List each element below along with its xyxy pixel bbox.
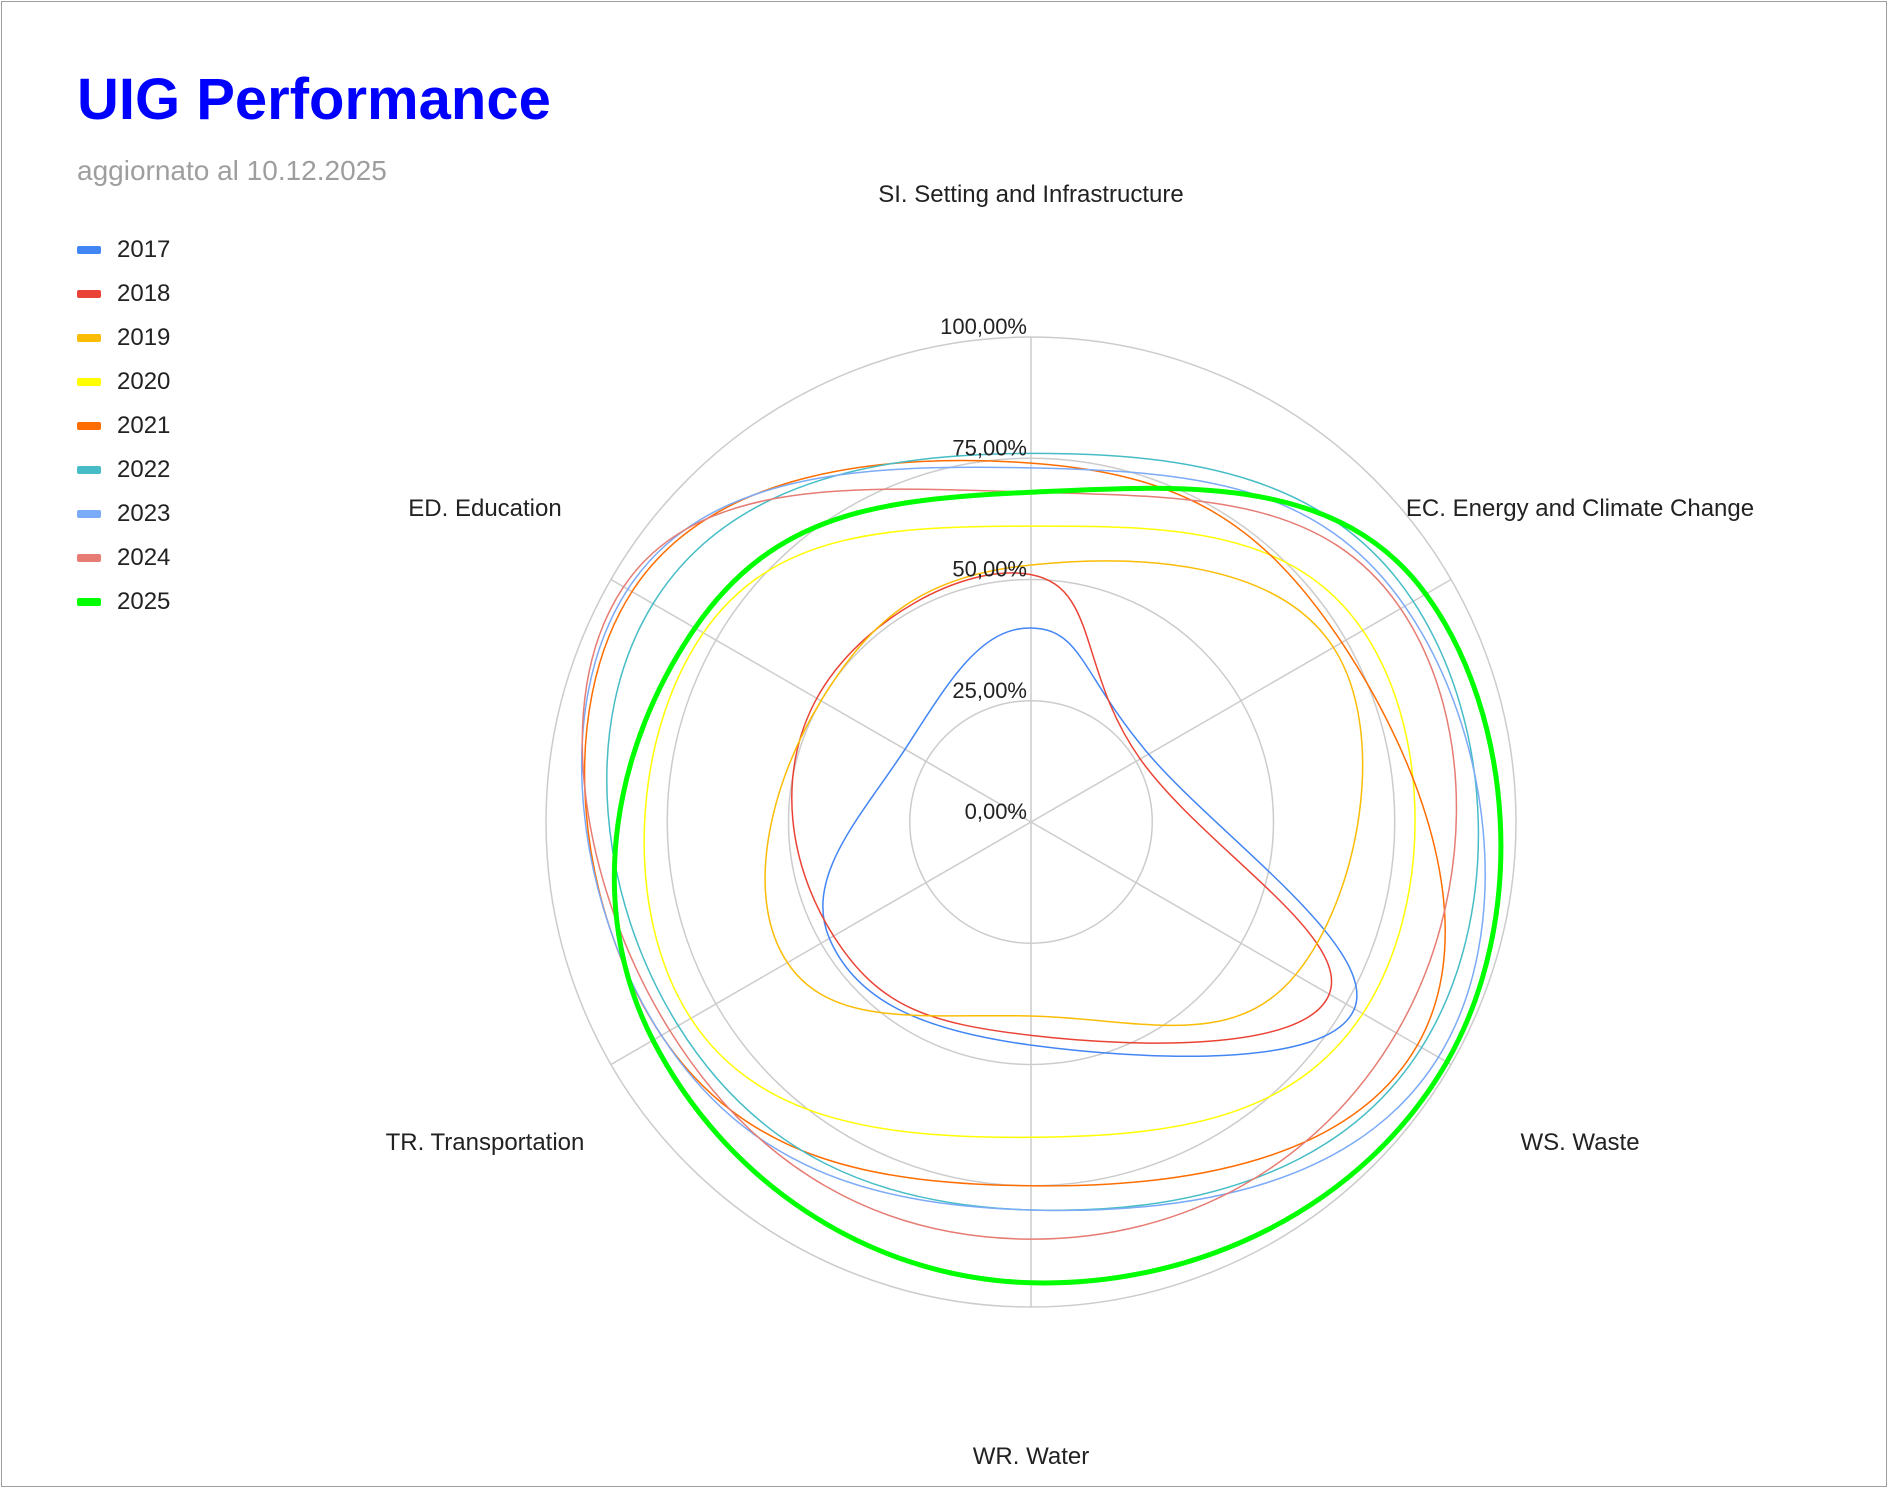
grid <box>545 336 1517 1308</box>
tick-label: 50,00% <box>952 557 1027 582</box>
legend-label: 2024 <box>117 544 171 571</box>
axis-label: SI. Setting and Infrastructure <box>878 181 1184 208</box>
legend-label: 2019 <box>117 324 171 351</box>
legend-item[interactable]: 2018 <box>77 272 170 316</box>
legend-swatch <box>77 466 101 474</box>
legend-label: 2023 <box>117 500 171 527</box>
series-layer <box>581 452 1504 1286</box>
series-line-2022 <box>606 452 1480 1212</box>
grid-spoke <box>610 821 1032 1066</box>
series-line-2018 <box>791 572 1333 1044</box>
series-line-2019 <box>764 560 1364 1027</box>
legend-item[interactable]: 2022 <box>77 448 170 492</box>
legend-label: 2018 <box>117 280 171 307</box>
legend-swatch <box>77 510 101 518</box>
tick-label: 100,00% <box>940 314 1027 339</box>
legend-label: 2017 <box>117 236 171 263</box>
legend-item[interactable]: 2025 <box>77 580 170 624</box>
legend-swatch <box>77 246 101 254</box>
grid-spoke <box>1030 821 1452 1066</box>
legend-label: 2020 <box>117 368 171 395</box>
tick-label: 0,00% <box>965 799 1027 824</box>
legend-item[interactable]: 2021 <box>77 404 170 448</box>
legend-item[interactable]: 2019 <box>77 316 170 360</box>
grid-spoke <box>1030 578 1452 823</box>
legend-swatch <box>77 378 101 386</box>
legend-label: 2025 <box>117 588 171 615</box>
axis-label: EC. Energy and Climate Change <box>1406 495 1754 522</box>
legend-item[interactable]: 2023 <box>77 492 170 536</box>
legend-item[interactable]: 2017 <box>77 228 170 272</box>
legend-swatch <box>77 598 101 606</box>
legend-item[interactable]: 2024 <box>77 536 170 580</box>
tick-label: 25,00% <box>952 678 1027 703</box>
series-line-2024 <box>581 488 1458 1240</box>
chart-title: UIG Performance <box>77 67 551 132</box>
legend-swatch <box>77 422 101 430</box>
legend-label: 2021 <box>117 412 171 439</box>
chart-subtitle: aggiornato al 10.12.2025 <box>77 155 387 186</box>
legend-label: 2022 <box>117 456 171 483</box>
series-line-2023 <box>581 466 1486 1212</box>
axis-label: WR. Water <box>973 1443 1089 1470</box>
series-line-2025 <box>611 485 1504 1286</box>
axis-label: TR. Transportation <box>386 1129 585 1156</box>
legend-item[interactable]: 2020 <box>77 360 170 404</box>
tick-label: 75,00% <box>952 435 1027 460</box>
legend-swatch <box>77 334 101 342</box>
series-line-2021 <box>583 459 1446 1187</box>
legend-swatch <box>77 290 101 298</box>
labels: 0,00% 25,00% 50,00% 75,00% 100,00% SI. Settin… <box>386 181 1754 1470</box>
legend-swatch <box>77 554 101 562</box>
series-line-2017 <box>822 627 1358 1058</box>
axis-label: WS. Waste <box>1520 1129 1639 1156</box>
axis-label: ED. Education <box>408 495 561 522</box>
series-line-2020 <box>643 525 1416 1139</box>
